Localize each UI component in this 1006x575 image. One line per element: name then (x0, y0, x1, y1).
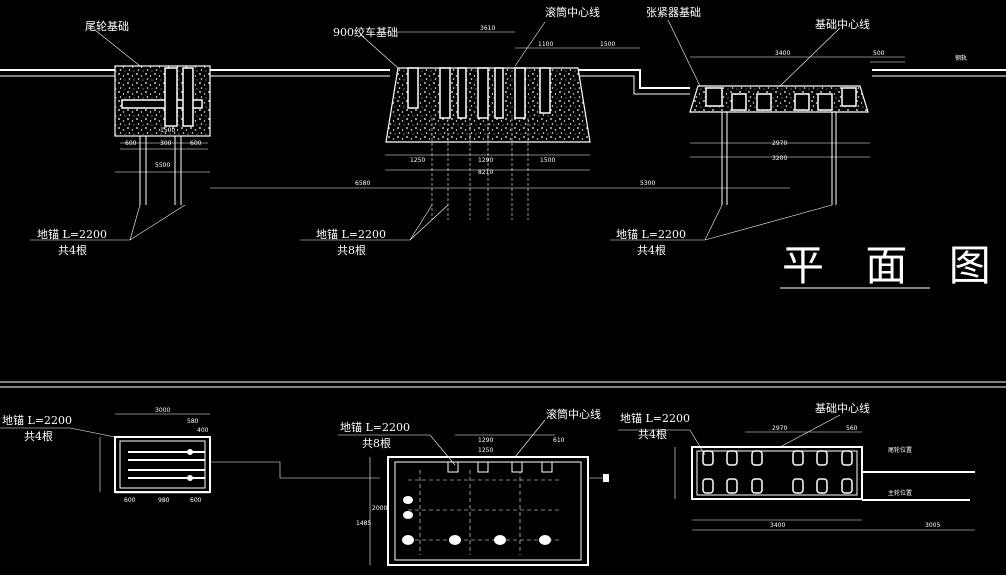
label-anchor-f: 地锚 L=2200 (620, 411, 690, 425)
dim-top-e: 5500 (155, 162, 170, 169)
dim-top-j: 1290 (478, 157, 493, 164)
dim-top-p: 2970 (772, 140, 787, 147)
section-divider (0, 381, 1006, 388)
dim-top-i: 1250 (410, 157, 425, 164)
label-drum-centerline-top: 滚筒中心线 (545, 5, 600, 19)
dim-bot-n: 3400 (770, 522, 785, 529)
dim-bot-j: 2000 (372, 505, 387, 512)
label-tail-wheel-foundation: 尾轮基础 (85, 19, 129, 33)
dim-top-h: 1500 (600, 41, 615, 48)
dim-top-n: 5300 (640, 180, 655, 187)
bottom-plan-section: 3000 580 400 600 980 600 1290 610 1250 (0, 401, 975, 566)
plan-title: 平 面 图 (782, 241, 1005, 290)
label-tensioner-foundation: 张紧器基础 (646, 6, 701, 19)
dim-top-q: 3200 (772, 155, 787, 162)
label-anchor-c-count: 共4根 (637, 243, 666, 257)
dim-bot-f: 600 (190, 497, 202, 504)
dim-top-k: 1500 (540, 157, 555, 164)
label-main-position: 主轮位置 (888, 489, 912, 497)
dim-top-b: 600 (125, 140, 137, 147)
label-anchor-d-count: 共4根 (24, 429, 53, 443)
label-anchor-a: 地锚 L=2200 (37, 227, 107, 241)
label-right-edge: 钢轨 (955, 54, 967, 62)
dim-bot-o: 3005 (925, 522, 940, 529)
dim-bot-c: 400 (197, 427, 209, 434)
tensioner-foundation (689, 85, 869, 205)
winch-foundation (385, 67, 591, 220)
label-tail-position: 尾轮位置 (888, 446, 912, 454)
dim-bot-m: 560 (846, 425, 858, 432)
label-anchor-e-count: 共8根 (362, 436, 391, 450)
label-anchor-d: 地锚 L=2200 (2, 413, 72, 427)
dim-top-c: 300 (160, 140, 172, 147)
label-foundation-centerline-bottom: 基础中心线 (815, 401, 870, 415)
dim-bot-a: 3000 (155, 407, 170, 414)
top-plan-section: 1500 600 300 600 5500 3610 1100 1500 125… (0, 5, 1006, 290)
label-anchor-a-count: 共4根 (58, 243, 87, 257)
dim-top-l: 8210 (478, 169, 493, 176)
dim-top-a: 1500 (160, 127, 175, 134)
dim-bot-l: 2970 (772, 425, 787, 432)
label-anchor-e: 地锚 L=2200 (340, 420, 410, 434)
dim-top-o: 3400 (775, 50, 790, 57)
dim-top-f: 3610 (480, 25, 495, 32)
dim-top-r: 500 (873, 50, 885, 57)
dim-bot-i: 1250 (478, 447, 493, 454)
label-winch-foundation: 900绞车基础 (333, 25, 398, 39)
dim-top-g: 1100 (538, 41, 553, 48)
dim-bot-h: 610 (553, 437, 565, 444)
dim-top-m: 6580 (355, 180, 370, 187)
label-anchor-b-count: 共8根 (337, 243, 366, 257)
bottom-tail-foundation: 3000 580 400 600 980 600 (99, 407, 380, 504)
label-anchor-c: 地锚 L=2200 (616, 227, 686, 241)
label-drum-centerline-bottom: 滚筒中心线 (546, 407, 601, 421)
dim-bot-d: 600 (124, 497, 136, 504)
dim-bot-b: 580 (187, 418, 199, 425)
bottom-winch-foundation: 1290 610 1250 2000 1485 (356, 434, 609, 566)
bottom-tensioner-foundation: 2970 560 3400 3005 尾轮位置 主轮位置 (674, 425, 975, 531)
tail-wheel-foundation (114, 65, 211, 205)
label-anchor-f-count: 共4根 (638, 427, 667, 441)
dim-bot-e: 980 (158, 497, 170, 504)
label-foundation-centerline-top: 基础中心线 (815, 17, 870, 31)
dim-top-d: 600 (190, 140, 202, 147)
label-anchor-b: 地锚 L=2200 (316, 227, 386, 241)
dim-bot-k: 1485 (356, 520, 371, 527)
top-dimensions: 1500 600 300 600 5500 3610 1100 1500 125… (115, 25, 905, 189)
dim-bot-g: 1290 (478, 437, 493, 444)
